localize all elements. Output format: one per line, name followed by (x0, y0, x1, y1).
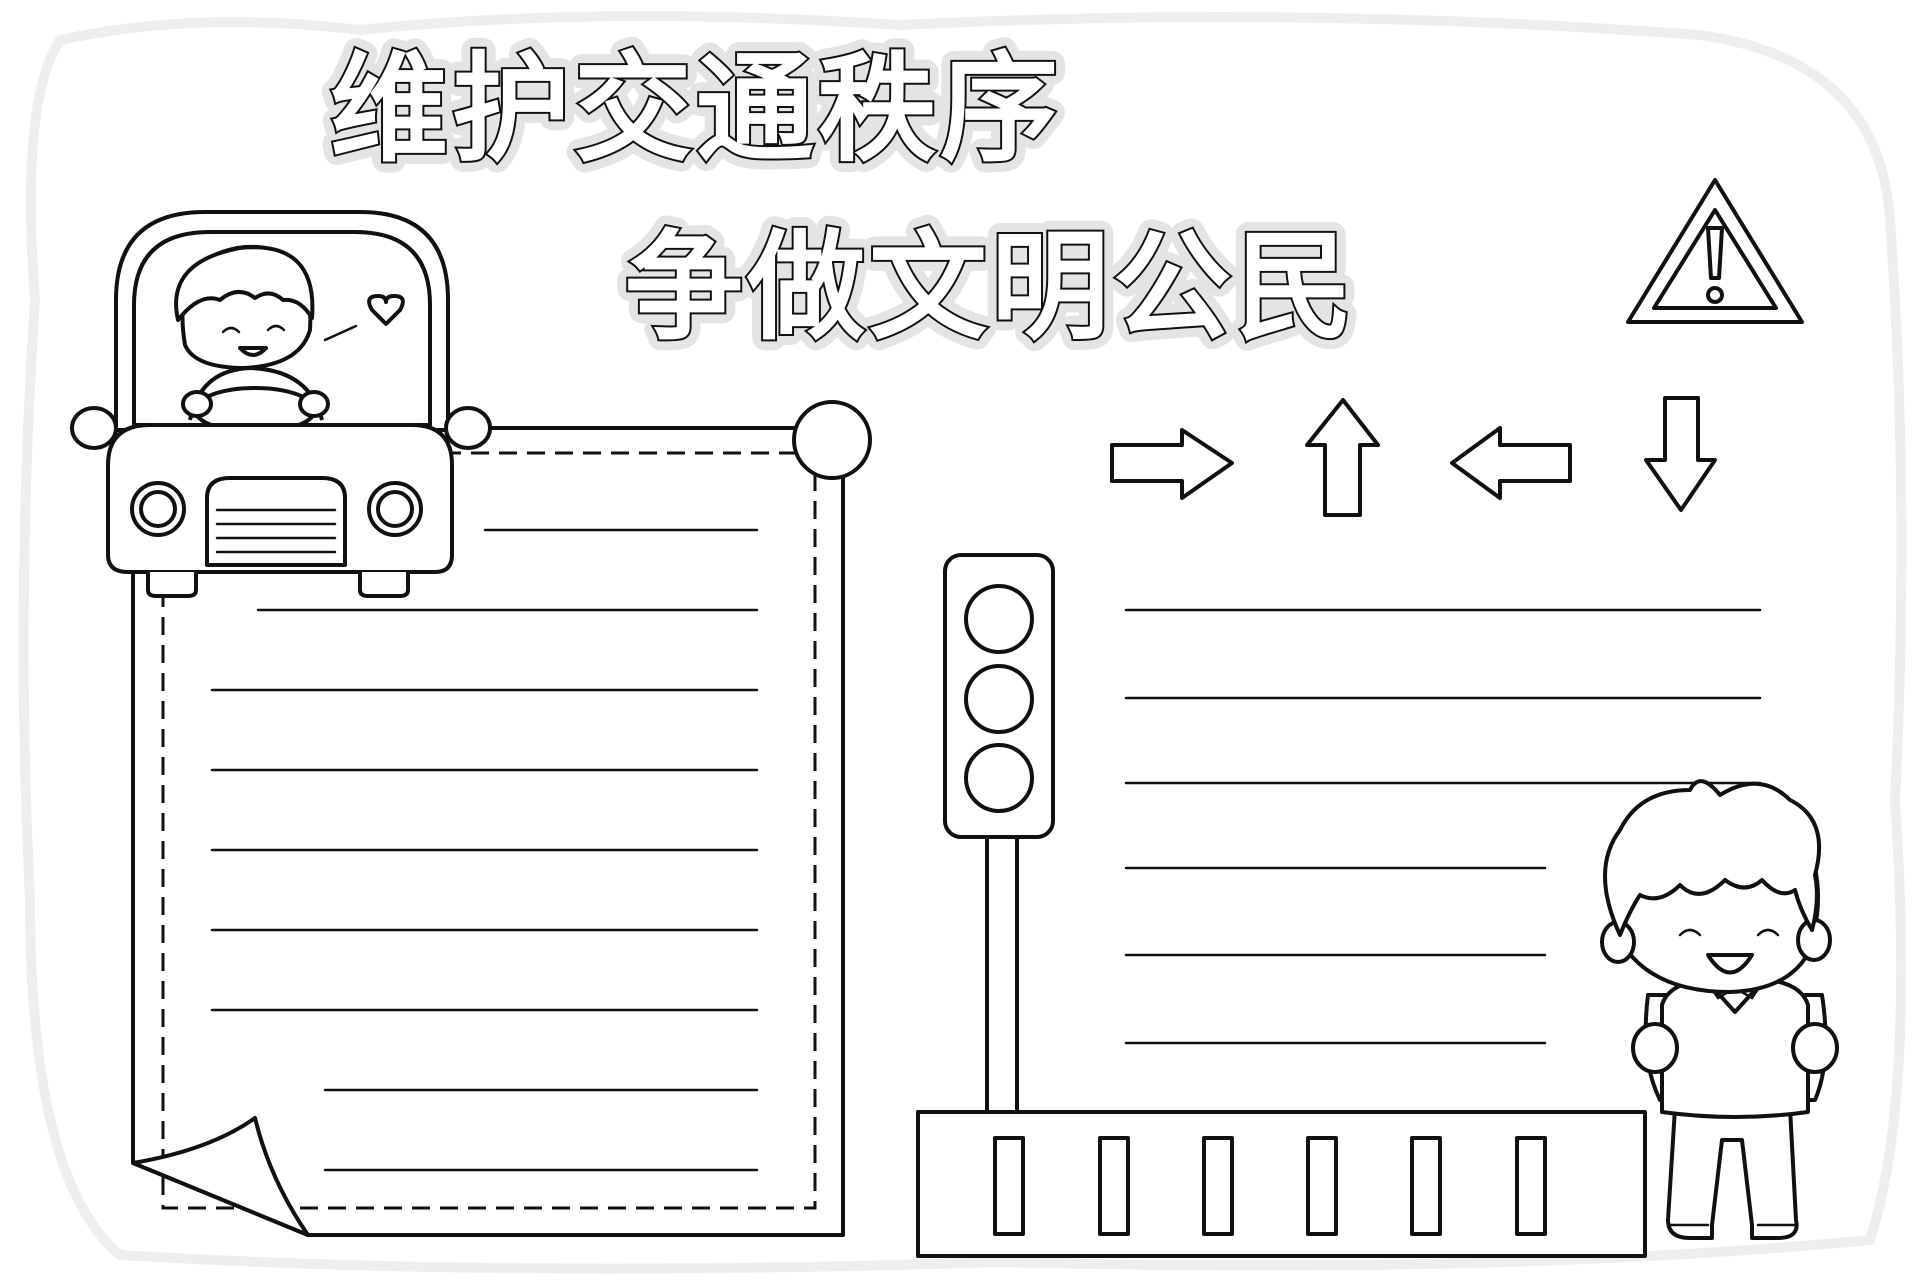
page-title-line1: 维护交通秩序 (330, 40, 1062, 178)
arrow-up-icon (1305, 398, 1380, 517)
paper-sheet (131, 400, 872, 1237)
warning-triangle-icon (1626, 178, 1804, 324)
writing-lines-right (1124, 608, 1762, 1045)
crosswalk-icon (916, 1110, 1647, 1258)
title-group: 维护交通秩序 维护交通秩序 争做文明公民 争做文明公民 (319, 29, 1364, 367)
car-with-driver (70, 210, 492, 598)
heart-icon (367, 294, 405, 326)
traffic-light-icon (943, 553, 1055, 1124)
writing-lines-left (210, 528, 759, 1172)
curled-corner (131, 1116, 310, 1237)
arrow-down-icon (1644, 396, 1717, 512)
svg-text:维护交通秩序: 维护交通秩序 (330, 40, 1062, 178)
cloud-border (18, 11, 1907, 1274)
right-mirror (444, 406, 492, 450)
scroll-knob (792, 400, 872, 480)
boy-with-backpack (1600, 779, 1839, 1240)
page-title-line2: 争做文明公民 (625, 218, 1357, 356)
dashed-border (161, 451, 817, 1210)
arrow-right-icon (1110, 428, 1234, 500)
arrow-left-icon (1450, 426, 1572, 500)
svg-text:争做文明公民: 争做文明公民 (625, 218, 1357, 356)
car-grille (205, 476, 347, 567)
left-mirror (70, 406, 118, 450)
